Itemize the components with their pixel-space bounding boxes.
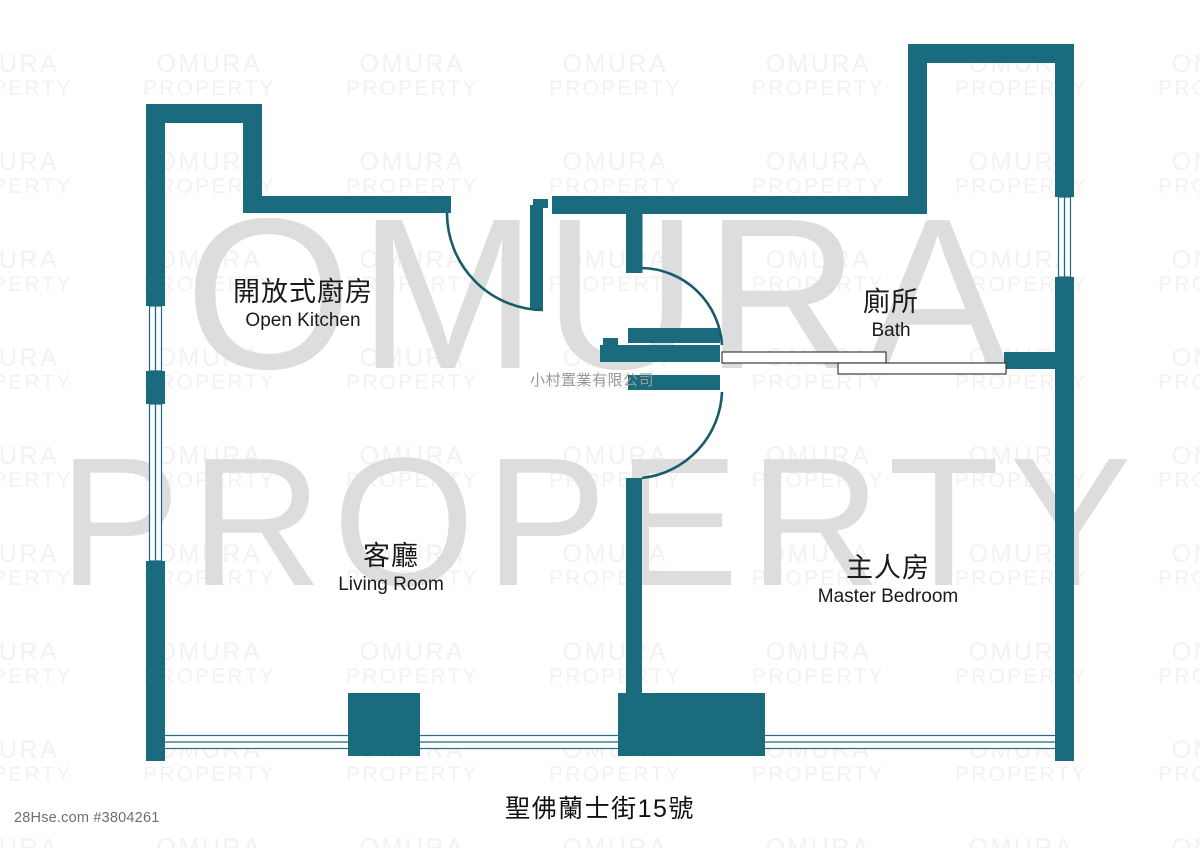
room-label-living-room-en: Living Room (338, 573, 444, 595)
wall-left-mullion (146, 371, 165, 404)
room-label-bath-en: Bath (871, 319, 911, 341)
wall-kitchen-top-run (243, 196, 451, 213)
wall-bath-alcove-top (908, 44, 1065, 63)
pier-bottom-centre-overlay (618, 693, 765, 756)
room-label-living-room-zh: 客廳 (362, 541, 419, 571)
room-label-open-kitchen: 開放式廚房 Open Kitchen (233, 277, 373, 333)
wall-left-top (146, 104, 165, 306)
sliding-leaf-b (837, 362, 1007, 375)
room-label-master-bedroom-zh: 主人房 (845, 553, 930, 583)
pier-bottom-left-overlay (348, 693, 420, 756)
room-label-bath-zh: 廁所 (863, 287, 919, 317)
room-label-open-kitchen-en: Open Kitchen (245, 309, 361, 331)
window-bottom (163, 734, 1057, 750)
wall-bath-alcove-left (908, 44, 927, 214)
room-label-bath: 廁所 Bath (863, 287, 919, 343)
door-arc-bedroom (641, 391, 724, 480)
wall-right-bottom (1055, 277, 1074, 761)
wall-bath-bottom-left (600, 345, 720, 362)
door-arc-bath (641, 266, 724, 346)
wall-kitchen-alcove-right (243, 104, 262, 201)
room-label-master-bedroom-en: Master Bedroom (817, 585, 959, 607)
room-label-master-bedroom: 主人房 Master Bedroom (818, 553, 958, 609)
sliding-leaf-a (721, 351, 887, 364)
window-left-upper (148, 305, 163, 372)
jamb-kitchen-notch (533, 199, 548, 208)
window-left-lower (148, 403, 163, 562)
wall-bath-jamb-notch (603, 338, 618, 347)
door-arc-kitchen (445, 212, 544, 312)
wall-kitchen-alcove-top (146, 104, 262, 123)
window-right (1057, 196, 1072, 278)
wall-right-top (1055, 44, 1074, 197)
wall-central-lower (626, 478, 642, 696)
wall-top-centre-run (552, 196, 924, 214)
wall-bath-stub-upper (628, 328, 720, 343)
wall-bottom-left-post-overlay (146, 670, 165, 761)
wall-central-upper (626, 213, 642, 273)
jamb-kitchen-right (530, 205, 543, 310)
room-label-open-kitchen-zh: 開放式廚房 (233, 277, 373, 307)
source-credit: 28Hse.com #3804261 (14, 810, 160, 826)
plan-title: 聖佛蘭士街15號 (505, 795, 695, 823)
wall-bath-right-receiver (1004, 352, 1056, 369)
wall-bath-stub-lower (628, 375, 720, 390)
wall-bottom-right-post-overlay (1055, 670, 1074, 761)
room-label-living-room: 客廳 Living Room (338, 541, 444, 597)
agency-note: 小村置業有限公司 (530, 372, 655, 389)
